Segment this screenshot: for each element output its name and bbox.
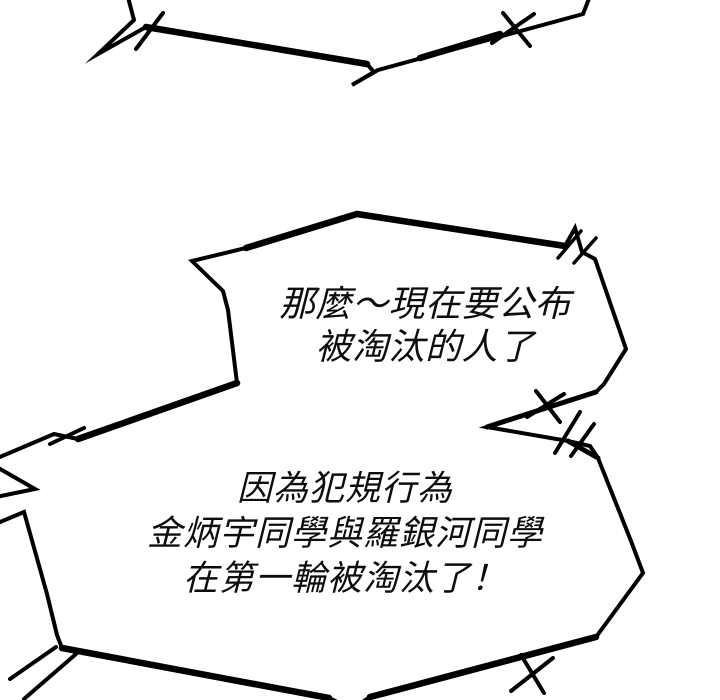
bottom-bubble-line-1: 因為犯規行為	[236, 469, 453, 509]
middle-bubble-barbs	[556, 229, 598, 265]
top-bubble-thick-edge	[142, 23, 504, 68]
bottom-bubble-line-2: 金炳宇同學與羅銀河同學	[146, 514, 543, 554]
top-bubble-outline	[84, 0, 591, 87]
bottom-bubble-text: 因為犯規行為 金炳宇同學與羅銀河同學 在第一輪被淘汰了！	[95, 467, 595, 602]
middle-bottom-bubble-thick-edges	[58, 210, 600, 700]
middle-bubble-line-2: 被淘汰的人了	[315, 327, 535, 368]
middle-bubble-text: 那麼～現在要公布 被淘汰的人了	[235, 283, 615, 369]
middle-bubble-line-1: 那麼～現在要公布	[278, 284, 571, 325]
bottom-bubble-line-3: 在第一輪被淘汰了！	[182, 559, 507, 599]
top-bubble-barbs	[134, 11, 536, 51]
bottom-bubble-barbs	[8, 389, 596, 700]
